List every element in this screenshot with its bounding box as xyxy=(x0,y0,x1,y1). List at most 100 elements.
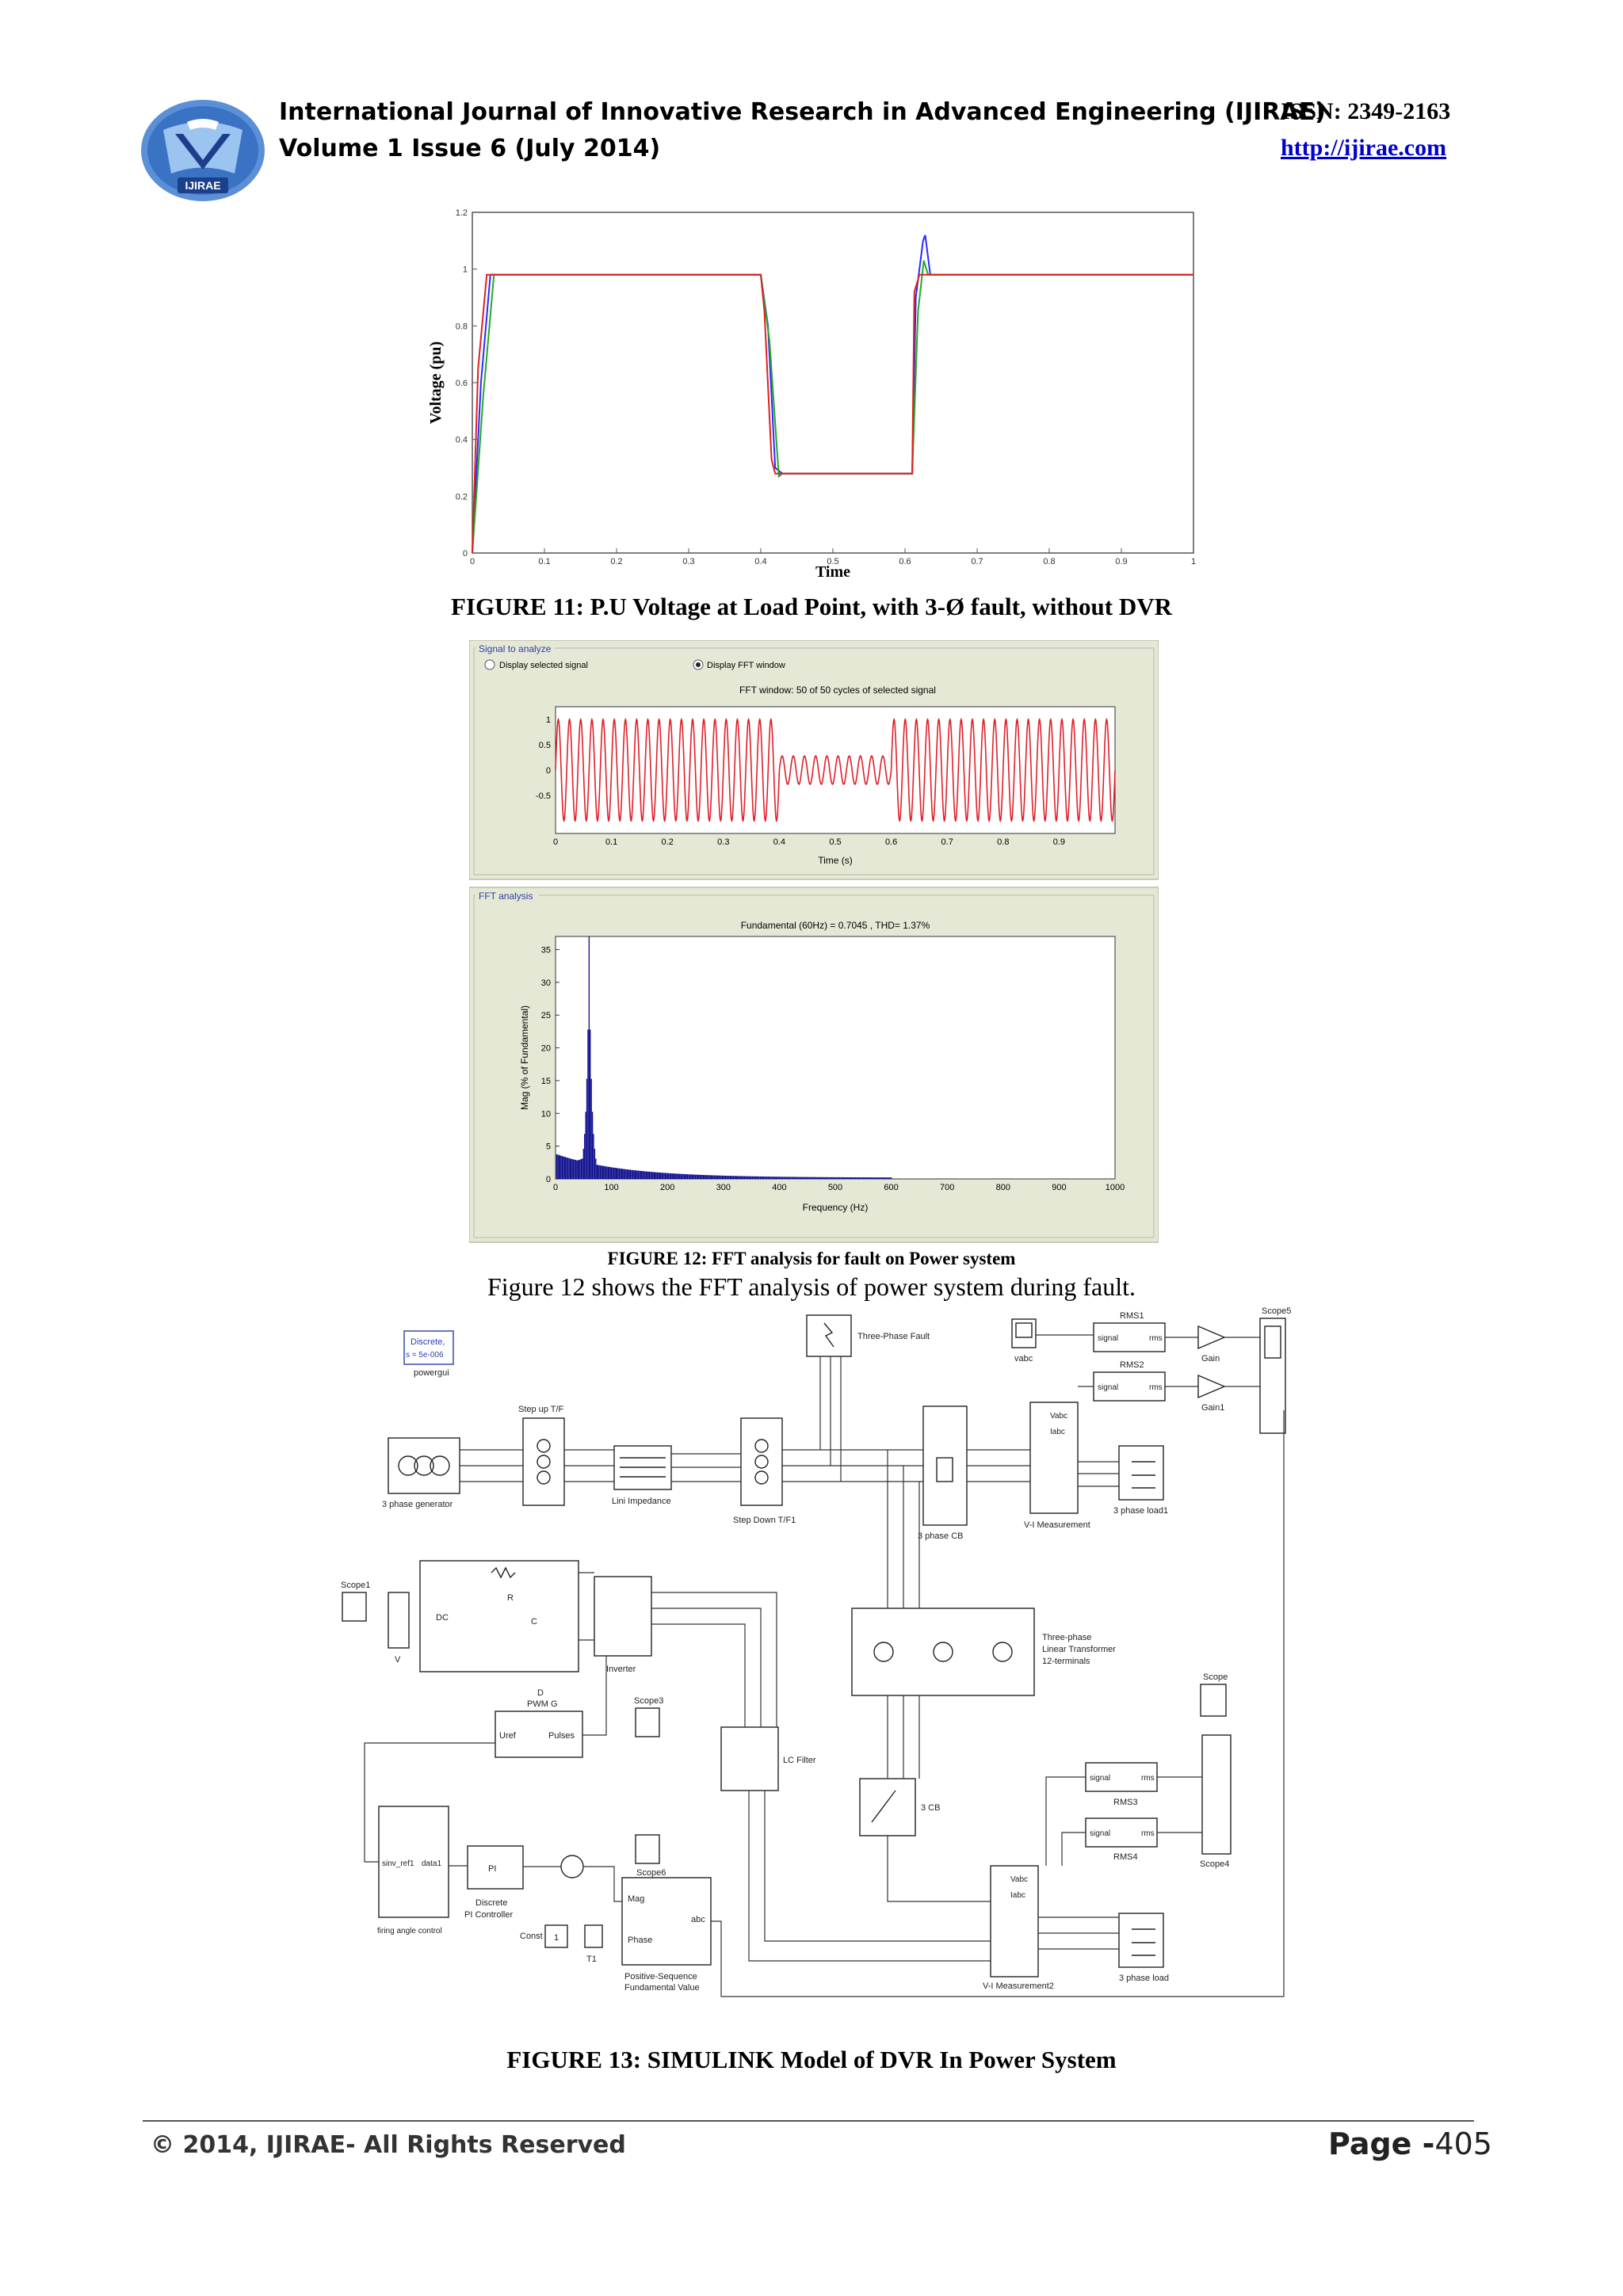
svg-text:s = 5e-006: s = 5e-006 xyxy=(406,1351,444,1360)
svg-text:RMS3: RMS3 xyxy=(1113,1798,1138,1807)
svg-text:Scope3: Scope3 xyxy=(634,1696,663,1706)
svg-text:12-terminals: 12-terminals xyxy=(1042,1657,1090,1666)
svg-text:Linear Transformer: Linear Transformer xyxy=(1042,1645,1116,1654)
signal-y-tick: 0.5 xyxy=(539,741,551,750)
chart-frame xyxy=(472,212,1194,554)
vi-measurement2-block xyxy=(990,1865,1039,1978)
svg-text:Scope1: Scope1 xyxy=(341,1581,370,1590)
svg-text:DC: DC xyxy=(436,1613,449,1623)
fft-y-tick: 0 xyxy=(546,1175,551,1184)
three-phase-load1-block xyxy=(1118,1445,1164,1501)
generator-block xyxy=(388,1437,460,1494)
svg-text:RMS4: RMS4 xyxy=(1113,1852,1138,1862)
gain-block xyxy=(1197,1325,1226,1350)
volume-issue: Volume 1 Issue 6 (July 2014) xyxy=(279,135,661,162)
fft-y-tick: 5 xyxy=(546,1142,551,1152)
signal-x-tick: 0.9 xyxy=(1053,837,1065,847)
figure13-caption: FIGURE 13: SIMULINK Model of DVR In Powe… xyxy=(506,2046,1117,2073)
firing-angle-block xyxy=(378,1806,449,1918)
terminator-t1 xyxy=(584,1924,603,1948)
svg-text:data1: data1 xyxy=(422,1859,441,1868)
svg-text:firing angle control: firing angle control xyxy=(377,1927,442,1936)
svg-text:Display selected signal: Display selected signal xyxy=(499,661,588,670)
svg-text:Scope6: Scope6 xyxy=(636,1868,666,1878)
svg-text:Lini Impedance: Lini Impedance xyxy=(612,1497,671,1506)
rms3-block xyxy=(1085,1762,1158,1792)
fft-panel-title: FFT analysis xyxy=(479,891,533,902)
gain1-block xyxy=(1197,1374,1226,1399)
svg-text:Scope4: Scope4 xyxy=(1200,1859,1229,1869)
copyright: © 2014, IJIRAE- All Rights Reserved xyxy=(151,2131,626,2159)
fft-y-tick: 20 xyxy=(541,1044,551,1054)
fft-x-tick: 600 xyxy=(884,1183,898,1192)
voltage-series-3 xyxy=(472,273,1193,554)
fft-x-tick: 0 xyxy=(553,1183,558,1192)
svg-text:abc: abc xyxy=(691,1915,705,1924)
signal-panel-title: Signal to analyze xyxy=(479,643,552,654)
vi-measurement-block xyxy=(1029,1402,1079,1514)
signal-y-tick: 1 xyxy=(546,715,551,725)
svg-text:V-I Measurement2: V-I Measurement2 xyxy=(983,1981,1054,1991)
svg-text:signal: signal xyxy=(1098,1334,1118,1343)
journal-url-link[interactable]: http://ijirae.com xyxy=(1281,135,1447,161)
x-tick-label: 0 xyxy=(470,557,475,566)
journal-title: International Journal of Innovative Rese… xyxy=(279,98,1326,126)
svg-text:D: D xyxy=(537,1688,544,1698)
scope-block xyxy=(1200,1684,1227,1717)
scope6-block xyxy=(635,1834,660,1864)
figure11-caption: FIGURE 11: P.U Voltage at Load Point, wi… xyxy=(451,593,1172,620)
svg-text:PWM G: PWM G xyxy=(527,1699,558,1709)
x-tick-label: 0.4 xyxy=(754,557,766,566)
radio-display-selected[interactable] xyxy=(484,659,495,670)
svg-text:signal: signal xyxy=(1090,1829,1110,1838)
y-tick-label: 0.2 xyxy=(456,492,468,502)
figure12-body-text: Figure 12 shows the FFT analysis of powe… xyxy=(487,1272,1136,1301)
svg-text:R: R xyxy=(507,1593,514,1603)
const-block xyxy=(544,1924,568,1948)
svg-text:signal: signal xyxy=(1090,1774,1110,1783)
fft-x-label: Frequency (Hz) xyxy=(803,1202,869,1213)
voltage-series-2 xyxy=(472,260,1193,554)
svg-text:V: V xyxy=(395,1655,401,1665)
step-down-transformer xyxy=(740,1417,783,1506)
svg-text:Phase: Phase xyxy=(628,1936,652,1945)
signal-x-tick: 0.4 xyxy=(773,837,785,847)
svg-text:Positive-Sequence: Positive-Sequence xyxy=(624,1972,697,1981)
signal-x-tick: 0.1 xyxy=(605,837,617,847)
signal-y-tick: 0 xyxy=(546,766,551,776)
x-tick-label: 0.9 xyxy=(1115,557,1127,566)
svg-text:Step Down T/F1: Step Down T/F1 xyxy=(733,1516,796,1525)
x-tick-label: 0.7 xyxy=(971,557,983,566)
svg-text:RMS1: RMS1 xyxy=(1120,1311,1144,1321)
svg-text:Pulses: Pulses xyxy=(548,1731,575,1741)
scope4-block xyxy=(1201,1734,1232,1855)
page-number: Page -405 xyxy=(1328,2126,1492,2161)
signal-x-tick: 0.7 xyxy=(941,837,953,847)
footer-divider xyxy=(143,2120,1474,2122)
fft-y-tick: 30 xyxy=(541,978,551,988)
signal-x-tick: 0.5 xyxy=(829,837,841,847)
svg-text:Iabc: Iabc xyxy=(1050,1428,1065,1436)
figure12-caption: FIGURE 12: FFT analysis for fault on Pow… xyxy=(607,1249,1016,1268)
scope1-block xyxy=(342,1592,367,1622)
svg-text:3 CB: 3 CB xyxy=(921,1803,940,1813)
svg-text:V-I Measurement: V-I Measurement xyxy=(1024,1520,1090,1530)
svg-text:Three-phase: Three-phase xyxy=(1042,1633,1091,1642)
svg-text:3 phase generator: 3 phase generator xyxy=(382,1500,453,1509)
svg-text:3 phase load: 3 phase load xyxy=(1119,1974,1169,1983)
svg-text:signal: signal xyxy=(1098,1383,1118,1392)
figure12-panel: Signal to analyze Display selected signa… xyxy=(468,639,1159,1244)
svg-text:C: C xyxy=(531,1617,537,1627)
svg-text:Const: Const xyxy=(520,1932,543,1941)
inverter-block xyxy=(594,1576,652,1657)
signal-x-label: Time (s) xyxy=(818,855,853,866)
svg-text:Three-Phase Fault: Three-Phase Fault xyxy=(857,1332,930,1341)
svg-text:Iabc: Iabc xyxy=(1010,1891,1025,1900)
x-tick-label: 0.3 xyxy=(682,557,694,566)
svg-text:rms: rms xyxy=(1149,1383,1163,1392)
y-tick-label: 0 xyxy=(463,549,468,559)
fft-x-tick: 400 xyxy=(772,1183,786,1192)
x-tick-label: 0.2 xyxy=(610,557,622,566)
y-tick-label: 1.2 xyxy=(456,208,468,218)
